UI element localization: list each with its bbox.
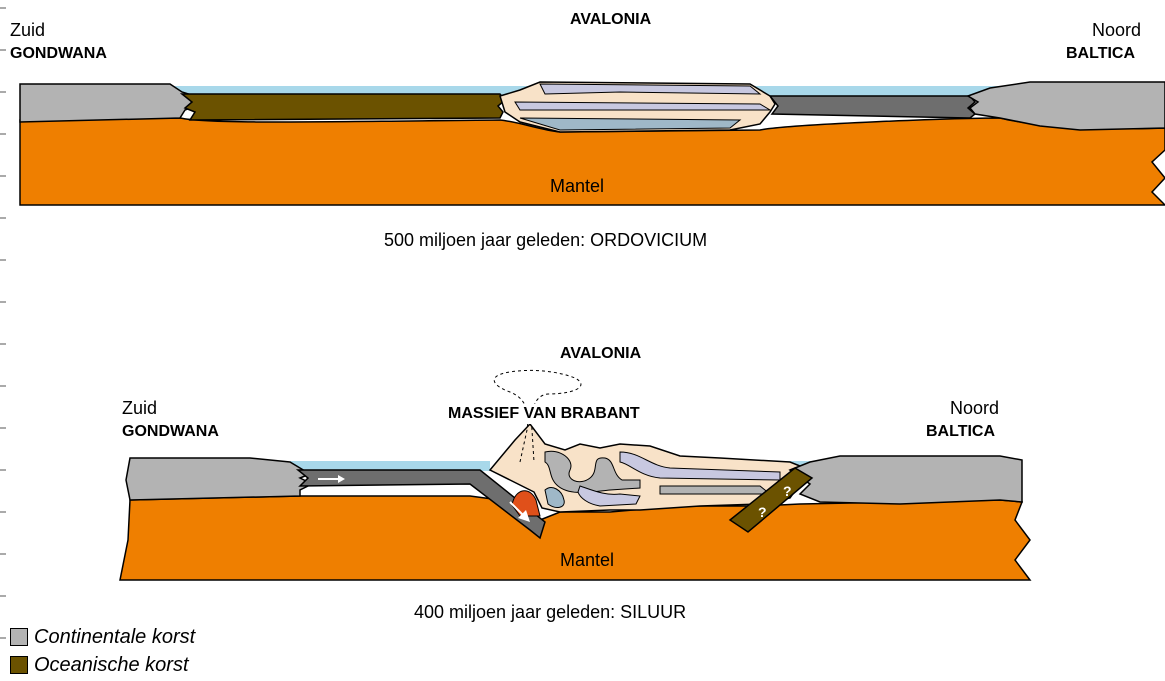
panel2-center-terrane: AVALONIA xyxy=(560,344,641,364)
panel2-left-continent: GONDWANA xyxy=(122,422,219,442)
legend-oceanic-swatch xyxy=(10,656,28,674)
panel2-right-continent: BALTICA xyxy=(926,422,995,442)
panel2-left-region: Zuid xyxy=(122,398,157,418)
panel2-mantle-label: Mantel xyxy=(560,550,614,570)
panel1-oceanic-crust-right xyxy=(770,96,975,118)
legend-continental: Continentale korst xyxy=(10,626,195,648)
panel2-gondwana-crust xyxy=(126,458,312,500)
panel2-massif-label: MASSIEF VAN BRABANT xyxy=(446,404,642,424)
panel2-cross-section xyxy=(120,370,1030,580)
panel1-gondwana-crust xyxy=(20,84,195,122)
legend-continental-swatch xyxy=(10,628,28,646)
panel1-right-region: Noord xyxy=(1092,20,1141,40)
panel2-right-region: Noord xyxy=(950,398,999,418)
left-edge-ticks xyxy=(0,8,6,638)
panel1-caption: 500 miljoen jaar geleden: ORDOVICIUM xyxy=(384,230,707,250)
panel2-caption: 400 miljoen jaar geleden: SILUUR xyxy=(414,602,686,622)
legend-oceanic-label: Oceanische korst xyxy=(34,654,189,677)
unknown-mark-1: ? xyxy=(758,502,767,522)
panel1-mantle-label: Mantel xyxy=(550,176,604,196)
panel1-left-region: Zuid xyxy=(10,20,45,40)
panel1-oceanic-crust-left xyxy=(182,94,505,120)
panel1-center-terrane: AVALONIA xyxy=(570,10,651,30)
legend-oceanic: Oceanische korst xyxy=(10,654,189,676)
legend-continental-label: Continentale korst xyxy=(34,626,195,649)
panel1-left-continent: GONDWANA xyxy=(10,44,107,64)
panel1-right-continent: BALTICA xyxy=(1066,44,1135,64)
unknown-mark-2: ? xyxy=(783,481,792,501)
panel2-baltica-crust xyxy=(790,456,1022,504)
